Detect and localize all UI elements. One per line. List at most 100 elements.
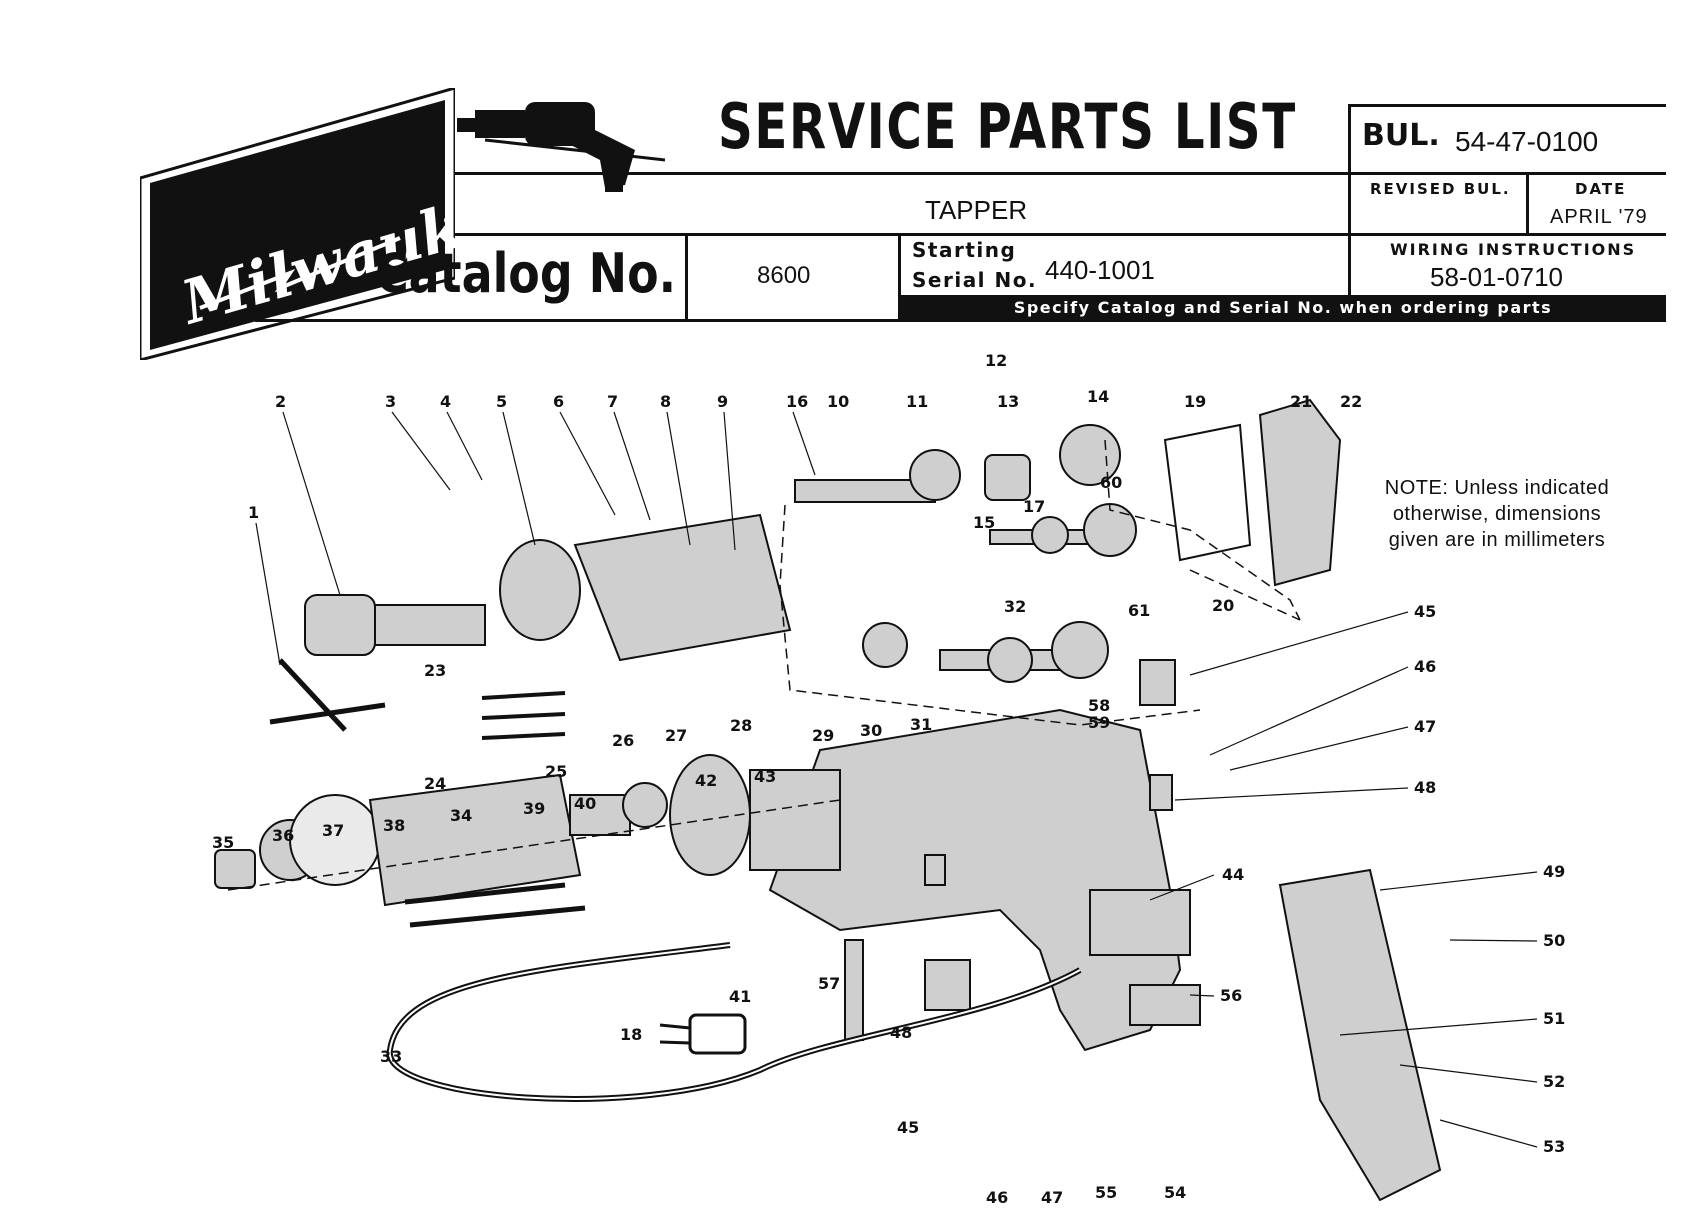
catalog-divider: [685, 233, 688, 321]
part-label-56: 56: [1220, 986, 1242, 1005]
part-label-13: 13: [997, 392, 1019, 411]
part-35-shape: [214, 849, 256, 889]
part-label-32: 32: [1004, 597, 1026, 616]
part-label-34: 34: [450, 806, 472, 825]
dimension-note: NOTE: Unless indicated otherwise, dimens…: [1352, 475, 1642, 553]
part-label-47: 47: [1414, 717, 1436, 736]
part-label-20: 20: [1212, 596, 1234, 615]
wiring-number: 58-01-0710: [1430, 262, 1563, 292]
part-2-shape: [304, 594, 376, 656]
part-label-39: 39: [523, 799, 545, 818]
part-label-19: 19: [1184, 392, 1206, 411]
milwaukee-logo: Milwaukee: [140, 88, 455, 360]
part-label-26: 26: [612, 731, 634, 750]
part-label-29: 29: [812, 726, 834, 745]
date-divider: [1526, 172, 1529, 233]
part-label-14: 14: [1087, 387, 1109, 406]
part-label-61: 61: [1128, 601, 1150, 620]
gear-61-shape: [1051, 621, 1109, 679]
part-label-48b: 48: [890, 1023, 912, 1042]
part-label-31: 31: [910, 715, 932, 734]
part-label-37: 37: [322, 821, 344, 840]
serial-label: Serial No.: [912, 268, 1038, 292]
part-label-38: 38: [383, 816, 405, 835]
part-label-18: 18: [620, 1025, 642, 1044]
part-label-27: 27: [665, 726, 687, 745]
part-label-6: 6: [553, 392, 564, 411]
part-label-52: 52: [1543, 1072, 1565, 1091]
gasket-shape: [1163, 423, 1252, 562]
part-label-44: 44: [1222, 865, 1244, 884]
bul-number: 54-47-0100: [1455, 126, 1599, 157]
part-label-35: 35: [212, 833, 234, 852]
part-label-30: 30: [860, 721, 882, 740]
part-5-shape: [499, 539, 581, 641]
part-label-21: 21: [1290, 392, 1312, 411]
part-label-15: 15: [973, 513, 995, 532]
wiring-label: WIRING INSTRUCTIONS: [1390, 240, 1637, 259]
gear-11-shape: [909, 449, 961, 501]
note-line-1: NOTE: Unless indicated: [1384, 477, 1610, 499]
part-label-36: 36: [272, 826, 294, 845]
part-label-42: 42: [695, 771, 717, 790]
part-label-22: 22: [1340, 392, 1362, 411]
part-label-7: 7: [607, 392, 618, 411]
exploded-parts-diagram: 1 2 3 4 5 6 7 8 9 10 11 12 13 14 15 16 1…: [212, 351, 1565, 1207]
order-note-banner: Specify Catalog and Serial No. when orde…: [900, 295, 1666, 321]
part-label-5: 5: [496, 392, 507, 411]
part-label-45b: 45: [897, 1118, 919, 1137]
armature-shape: [368, 773, 582, 907]
clutch-shape: [374, 604, 486, 646]
revised-bul-label: REVISED BUL.: [1370, 180, 1511, 198]
catalog-number: 8600: [757, 262, 811, 289]
part-label-43: 43: [754, 767, 776, 786]
part-label-2: 2: [275, 392, 286, 411]
part-label-41: 41: [729, 987, 751, 1006]
date-label: DATE: [1575, 180, 1627, 198]
motor-housing-shape: [768, 708, 1182, 1052]
handle-cover-shape: [1278, 868, 1442, 1202]
part-label-48: 48: [1414, 778, 1436, 797]
header-divider-right: [1348, 104, 1351, 319]
part-label-1: 1: [248, 503, 259, 522]
part-label-25: 25: [545, 762, 567, 781]
part-label-53: 53: [1543, 1137, 1565, 1156]
product-name: TAPPER: [925, 195, 1028, 225]
part-label-57: 57: [818, 974, 840, 993]
part-label-46b: 46: [986, 1188, 1008, 1207]
drill-icon: [457, 102, 665, 192]
brush-holder-shape: [1139, 659, 1176, 706]
starting-label: Starting: [912, 238, 1017, 262]
part-label-16: 16: [786, 392, 808, 411]
part-label-8: 8: [660, 392, 671, 411]
part-label-49: 49: [1543, 862, 1565, 881]
plug-shape: [659, 1013, 747, 1055]
part-label-33: 33: [380, 1047, 402, 1066]
header-rule-mid: [455, 233, 1666, 236]
serial-divider: [898, 233, 901, 321]
part-label-55: 55: [1095, 1183, 1117, 1202]
switch-shape: [1089, 889, 1191, 956]
part-label-58: 58: [1088, 696, 1110, 715]
note-line-2: otherwise, dimensions: [1392, 503, 1602, 525]
part-label-45: 45: [1414, 602, 1436, 621]
page-title: SERVICE PARTS LIST: [718, 90, 1297, 163]
part-label-9: 9: [717, 392, 728, 411]
part-label-24: 24: [424, 774, 446, 793]
leader-lines: [255, 411, 1538, 1148]
part-label-60: 60: [1100, 473, 1122, 492]
part-label-12: 12: [985, 351, 1007, 370]
part-label-54: 54: [1164, 1183, 1186, 1202]
part-label-11: 11: [906, 392, 928, 411]
serial-number: 440-1001: [1045, 255, 1155, 285]
date-value: APRIL '79: [1550, 206, 1648, 228]
part-label-47b: 47: [1041, 1188, 1063, 1207]
part-number-labels: 1 2 3 4 5 6 7 8 9 10 11 12 13 14 15 16 1…: [212, 351, 1565, 1207]
part-22-shape: [1258, 398, 1342, 587]
bul-rule: [1350, 104, 1666, 107]
gear-60-shape: [1083, 503, 1137, 557]
part-label-23: 23: [424, 661, 446, 680]
bul-label: BUL.: [1362, 118, 1440, 153]
part-label-4: 4: [440, 392, 451, 411]
header-rule-top: [455, 172, 1666, 175]
